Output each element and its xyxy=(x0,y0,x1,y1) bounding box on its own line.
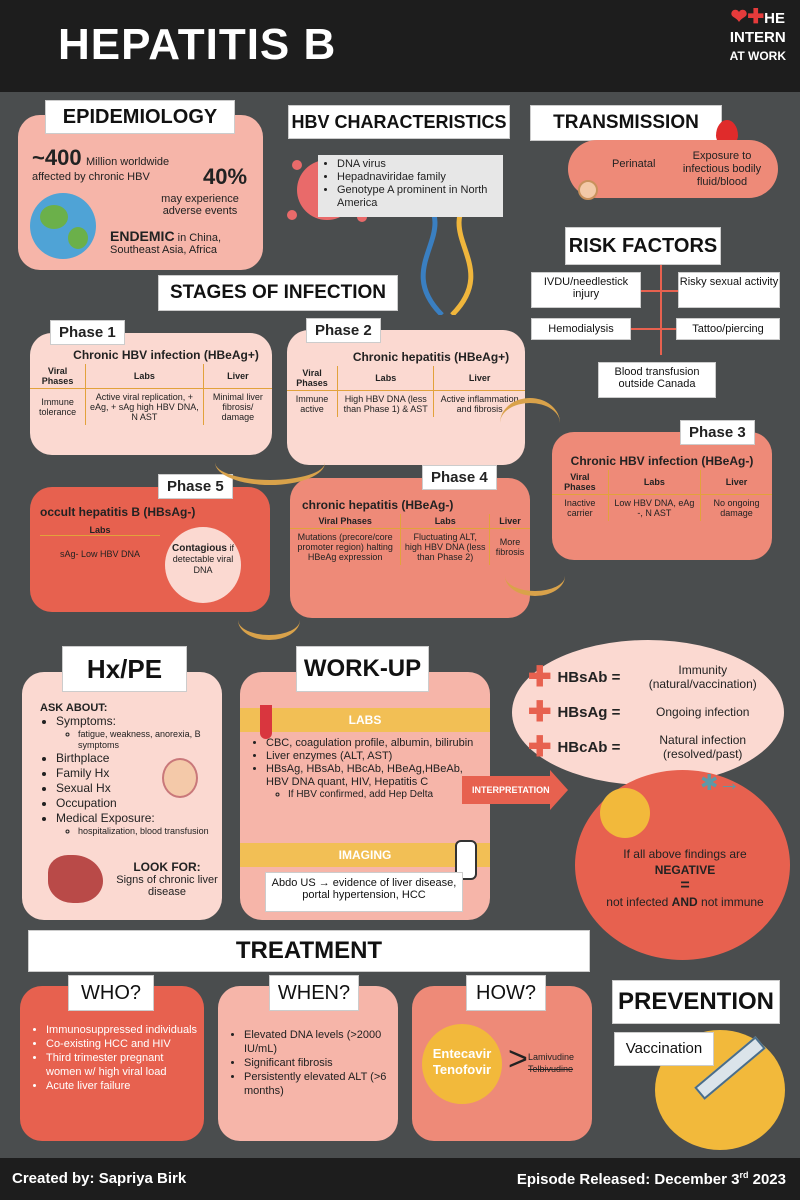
liver-icon xyxy=(48,855,103,903)
risk-connector xyxy=(640,290,680,292)
arrow-p4-p5 xyxy=(238,600,300,640)
stages-heading: STAGES OF INFECTION xyxy=(158,275,398,311)
epidemiology-heading: EPIDEMIOLOGY xyxy=(45,100,235,134)
arrow-p3-p4 xyxy=(505,556,565,596)
char-item: Hepadnaviridae family xyxy=(337,171,500,184)
sick-person-icon xyxy=(162,758,198,798)
telbivudine: Telbivudine xyxy=(528,1064,574,1074)
char-item: Genotype A prominent in North America xyxy=(337,184,500,210)
phase3-label: Phase 3 xyxy=(680,420,755,445)
arrow-p1-p2 xyxy=(215,440,325,485)
footer-bar: Created by: Sapriya Birk Episode Release… xyxy=(0,1158,800,1200)
transmission-perinatal: Perinatal xyxy=(612,158,656,170)
risk-item: Hemodialysis xyxy=(531,318,631,340)
imaging-banner: IMAGING xyxy=(240,843,490,867)
phase3-card: Chronic HBV infection (HBeAg-) Viral Pha… xyxy=(552,432,772,560)
look-for: LOOK FOR: Signs of chronic liver disease xyxy=(116,860,218,898)
serology-list: ✚HBsAb =Immunity (natural/vaccination) ✚… xyxy=(528,661,757,762)
phase4-label: Phase 4 xyxy=(422,465,497,490)
epi-stat1: ~400 Million worldwide affected by chron… xyxy=(32,145,170,183)
hxpe-list: ASK ABOUT: Symptoms: fatigue, weakness, … xyxy=(40,702,215,837)
risk-item: Risky sexual activity xyxy=(678,272,780,308)
page-title: HEPATITIS B xyxy=(58,20,337,69)
globe-icon xyxy=(30,193,96,259)
when-heading: WHEN? xyxy=(269,975,359,1011)
contagious-circle: Contagious if detectable viral DNA xyxy=(165,527,241,603)
release-date: Episode Released: December 3rd 2023 xyxy=(516,1170,786,1188)
who-list: Immunosuppressed individuals Co-existing… xyxy=(30,1023,200,1093)
negative-text: If all above findings are NEGATIVE = not… xyxy=(606,847,764,909)
header-bar xyxy=(0,0,800,92)
baby-icon xyxy=(578,180,598,200)
plus-icon: ✚ xyxy=(528,731,552,762)
ultrasound-icon xyxy=(455,840,477,880)
transmission-heading: TRANSMISSION xyxy=(530,105,722,141)
risk-item: Blood transfusion outside Canada xyxy=(598,362,716,398)
risk-item: Tattoo/piercing xyxy=(676,318,780,340)
brand-logo: ❤✚HE INTERN AT WORK xyxy=(729,6,786,63)
arrow-head xyxy=(550,770,568,810)
vaccination-item: Vaccination xyxy=(614,1032,714,1066)
labs-list: CBC, coagulation profile, albumin, bilir… xyxy=(250,737,485,800)
phase2-label: Phase 2 xyxy=(306,318,381,343)
test-tube-icon xyxy=(260,705,272,739)
prevention-heading: PREVENTION xyxy=(612,980,780,1024)
plus-icon: ✚ xyxy=(528,661,552,692)
arrow-p2-p3 xyxy=(500,398,560,448)
serology-oval xyxy=(512,640,784,785)
who-heading: WHO? xyxy=(68,975,154,1011)
plus-icon: ✚ xyxy=(528,696,552,727)
risk-connector xyxy=(630,328,680,330)
hxpe-heading: Hx/PE xyxy=(62,646,187,692)
interpretation-arrow: INTERPRETATION xyxy=(462,776,552,804)
when-list: Elevated DNA levels (>2000 IU/mL) Signif… xyxy=(228,1028,393,1098)
epi-stat2-text: may experience adverse events xyxy=(161,193,239,217)
char-item: DNA virus xyxy=(337,158,500,171)
labs-banner: LABS xyxy=(240,708,490,732)
drugs-circle: Entecavir Tenofovir xyxy=(422,1024,502,1104)
who-card xyxy=(20,986,204,1141)
risk-connector xyxy=(660,265,662,355)
imaging-text: Abdo US → evidence of liver disease, por… xyxy=(265,872,463,912)
transmission-box xyxy=(568,140,778,198)
risk-item: IVDU/needlestick injury xyxy=(531,272,641,308)
transmission-exposure: Exposure to infectious bodily fluid/bloo… xyxy=(682,150,762,188)
treatment-heading: TREATMENT xyxy=(28,930,590,972)
lamivudine: Lamivudine xyxy=(528,1052,575,1062)
phase1-card: Chronic HBV infection (HBeAg+) Viral Pha… xyxy=(30,333,272,455)
creator: Created by: Sapriya Birk xyxy=(12,1170,187,1187)
characteristics-list: DNA virus Hepadnaviridae family Genotype… xyxy=(318,155,503,217)
phase5-label: Phase 5 xyxy=(158,474,233,499)
blood-drop-icon xyxy=(716,120,738,146)
shield-icon xyxy=(600,788,650,838)
how-heading: HOW? xyxy=(466,975,546,1011)
epi-stat2: 40% xyxy=(203,164,248,189)
when-card xyxy=(218,986,398,1141)
phase1-label: Phase 1 xyxy=(50,320,125,345)
heart-icon: ❤✚ xyxy=(730,6,765,28)
person-virus-icon: ✱→ xyxy=(700,770,741,795)
greater-than-icon: > xyxy=(508,1040,528,1078)
workup-heading: WORK-UP xyxy=(296,646,429,692)
risk-heading: RISK FACTORS xyxy=(565,227,721,265)
epi-endemic: ENDEMIC in China, Southeast Asia, Africa xyxy=(110,228,222,256)
characteristics-heading: HBV CHARACTERISTICS xyxy=(288,105,510,139)
